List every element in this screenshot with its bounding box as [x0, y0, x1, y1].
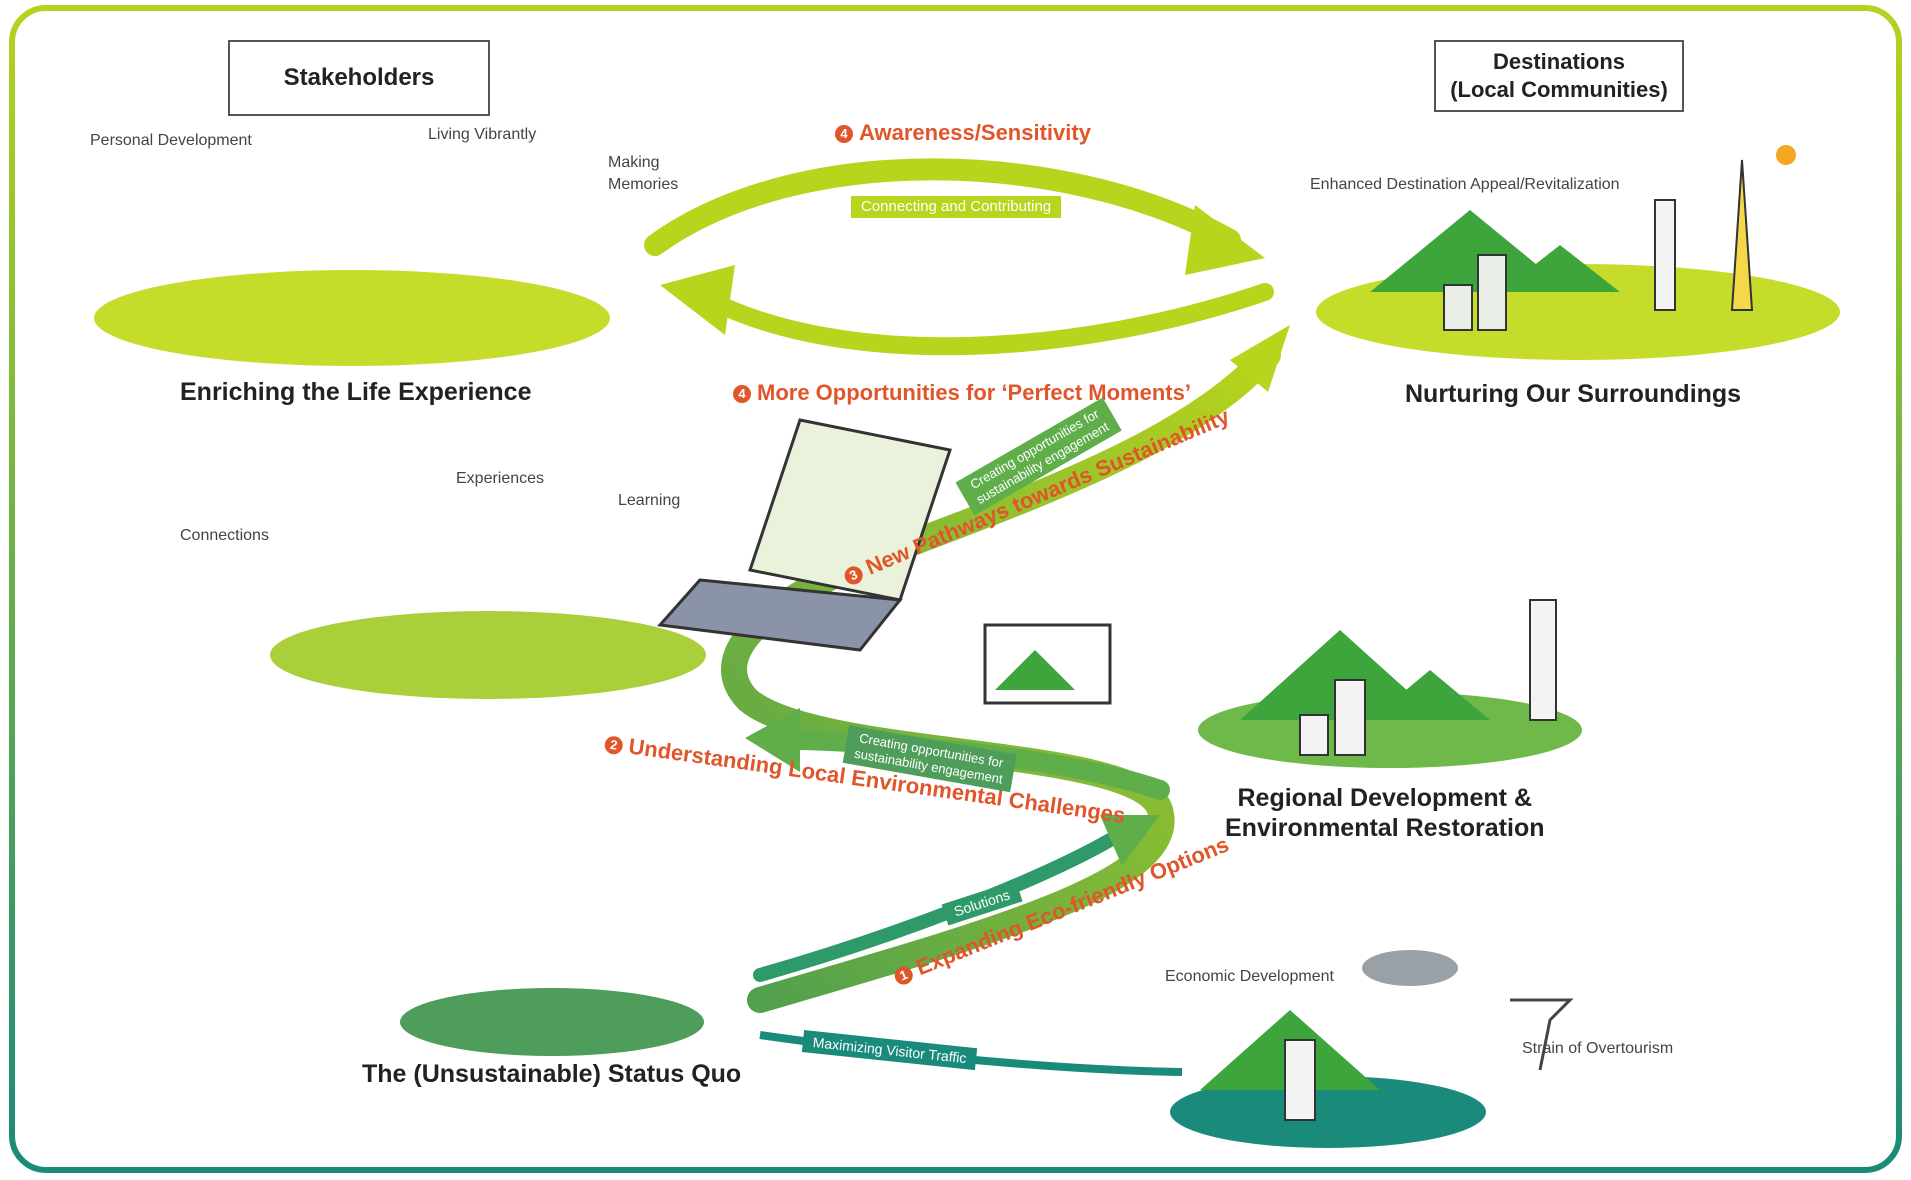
experiences-label: Experiences [456, 470, 545, 487]
overtourism-ground [1170, 1076, 1486, 1148]
laptop-illustration [656, 418, 952, 652]
strain-of-overtourism-label: Strain of Overtourism [1522, 1040, 1674, 1057]
regional-mountains [1240, 599, 1557, 756]
step-awareness: 4 Awareness/Sensitivity [835, 120, 1091, 146]
experiences-ground [270, 611, 706, 699]
step-text: More Opportunities for ‘Perfect Moments’ [757, 380, 1191, 405]
overtourism-mountain [1200, 950, 1574, 1121]
top-arrow-right-head [1185, 205, 1265, 275]
step-more-opportunities: 4 More Opportunities for ‘Perfect Moments… [733, 380, 1191, 406]
understanding-arrow-head [745, 708, 800, 772]
destinations-label: Destinations [1492, 49, 1626, 74]
regional-title-line1: Regional Development & [1237, 784, 1533, 812]
stakeholders-label: Stakeholders [283, 64, 435, 91]
status-quo-title: The (Unsustainable) Status Quo [362, 1060, 742, 1088]
pathway-arrow-head [1230, 325, 1290, 392]
status-quo-ground [400, 988, 704, 1056]
regional-title: Regional Development & Environmental Res… [1225, 783, 1545, 843]
making-memories-label: Making Memories [608, 152, 678, 196]
connections-label: Connections [180, 527, 269, 544]
stakeholders-ground [94, 270, 610, 366]
learning-label: Learning [618, 492, 681, 509]
connecting-contributing-pill: Connecting and Contributing [851, 196, 1062, 218]
regional-title-line2: Environmental Restoration [1225, 814, 1545, 842]
step-number: 4 [835, 125, 853, 143]
enhanced-destination-label: Enhanced Destination Appeal/Revitalizati… [1310, 176, 1620, 193]
top-arrow-left [701, 283, 1274, 356]
pathway-arrow [721, 342, 1281, 1013]
living-vibrantly-label: Living Vibrantly [428, 126, 537, 143]
destinations-box: Destinations (Local Communities) [1434, 40, 1684, 112]
making-memories-line1: Making [608, 154, 660, 171]
top-arrow-right [644, 158, 1241, 256]
step-number: 4 [733, 385, 751, 403]
nurturing-title: Nurturing Our Surroundings [1405, 380, 1742, 408]
enriching-title: Enriching the Life Experience [180, 378, 532, 406]
personal-development-label: Personal Development [90, 132, 252, 149]
outer-frame [9, 5, 1902, 1173]
making-memories-line2: Memories [608, 176, 679, 193]
economic-development-label: Economic Development [1165, 968, 1334, 985]
step-number: 2 [603, 735, 624, 756]
destinations-mountains [1370, 145, 1796, 331]
top-arrow-left-head [660, 265, 735, 335]
step-text: Awareness/Sensitivity [859, 120, 1091, 145]
solutions-arrow-head [1100, 815, 1160, 866]
destinations-sublabel: (Local Communities) [1450, 77, 1668, 102]
stakeholders-box: Stakeholders [228, 40, 490, 116]
